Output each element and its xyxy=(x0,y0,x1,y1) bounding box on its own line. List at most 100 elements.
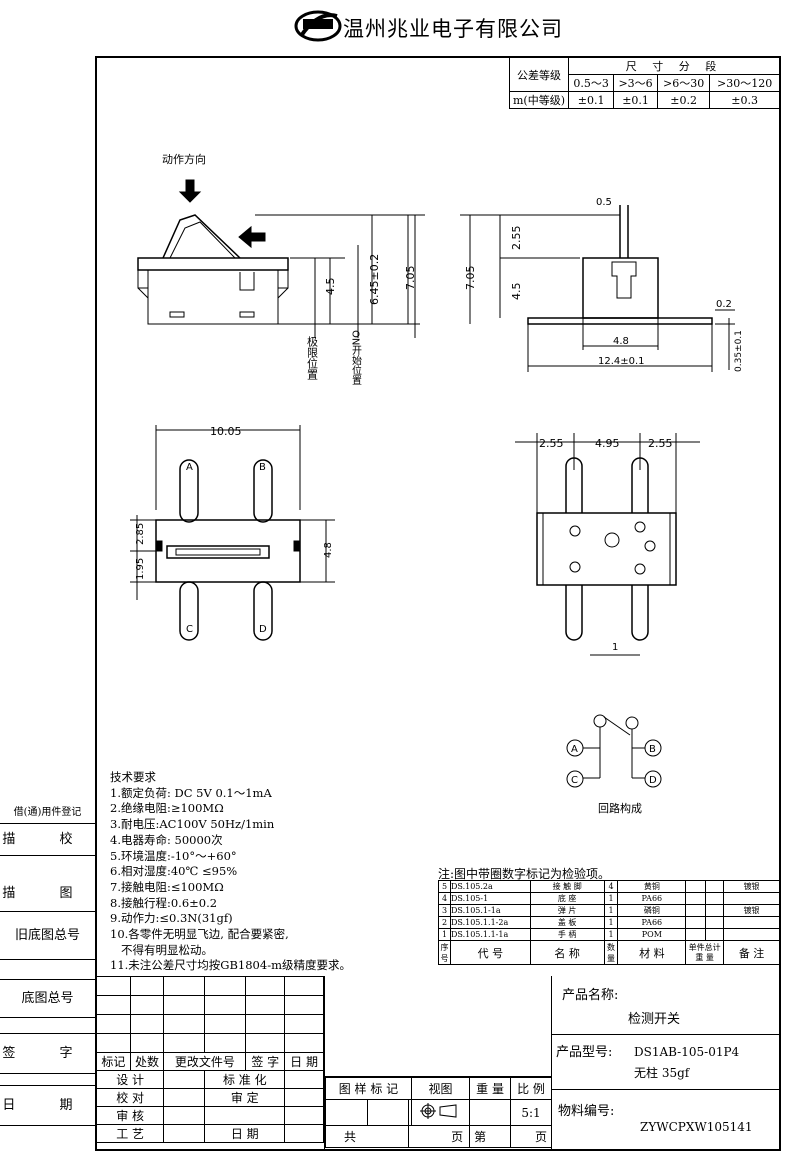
mid-block: 图 样 标 记 视图 重 量 比 例 5:1 共 页 第 页 xyxy=(324,976,552,1150)
requirement-item: 4.电器寿命: 50000次 xyxy=(110,832,223,847)
left-strip-item: 旧底图总号 xyxy=(0,912,95,960)
role-label: 校 对 xyxy=(95,1088,165,1107)
circuit-c: C xyxy=(571,775,578,786)
rev-header: 处数 xyxy=(129,1052,165,1071)
inspection-note: 注:图中带圈数字标记为检验项。 xyxy=(438,867,611,881)
dim-2-55: 2.55 xyxy=(510,226,523,251)
dim-10-05: 10.05 xyxy=(210,425,242,438)
circuit-a: A xyxy=(571,744,578,755)
dim-1: 1 xyxy=(612,642,618,653)
product-block: 产品名称: 检测开关 产品型号: DS1AB-105-01P4 无柱 35gf … xyxy=(552,976,781,1150)
requirement-item: 不得有明显松动。 xyxy=(110,942,213,957)
role-label: 审 定 xyxy=(204,1088,286,1107)
grade-label: m(中等级) xyxy=(509,91,569,109)
tolerance-row-label: 公差等级 xyxy=(509,57,569,92)
model-value: DS1AB-105-01P4 xyxy=(634,1045,740,1059)
dim-2-55a: 2.55 xyxy=(539,437,564,450)
requirement-item: 8.接触行程:0.6±0.2 xyxy=(110,895,218,910)
role-label: 日 期 xyxy=(204,1124,286,1143)
dim-4-8: 4.8 xyxy=(613,336,629,347)
tolerance-table: 公差等级 尺 寸 分 段 0.5～3 >3～6 >6～30 >30～120 m(… xyxy=(509,57,780,109)
dim-7-05b: 7.05 xyxy=(464,266,477,291)
dim-4-5b: 4.5 xyxy=(510,283,523,301)
sheet-no-label: 第 xyxy=(469,1125,512,1148)
range-cell: 0.5～3 xyxy=(567,74,615,92)
range-cell: >30～120 xyxy=(709,74,780,92)
role-label: 工 艺 xyxy=(95,1124,165,1143)
requirement-item: 5.环境温度:-10°～+60° xyxy=(110,848,237,863)
model-sub: 无柱 35gf xyxy=(634,1066,690,1080)
dim-2-55c: 2.55 xyxy=(648,437,673,450)
left-strip-item: 描 图 xyxy=(0,876,95,912)
tolerance-span-header: 尺 寸 分 段 xyxy=(568,57,780,75)
view-label: 视图 xyxy=(410,1077,471,1100)
material-no: ZYWCPXW105141 xyxy=(640,1120,753,1134)
model-label: 产品型号: xyxy=(556,1045,613,1060)
rev-header: 日 期 xyxy=(284,1052,324,1071)
tol-value: ±0.2 xyxy=(656,91,711,109)
requirement-item: 11.未注公差尺寸均按GB1804-m级精度要求。 xyxy=(110,958,351,973)
scale-label: 比 例 xyxy=(510,1077,552,1100)
bom-header-row: 序号 代 号 名 称 数量 材 料 单件总计重 量 备 注 xyxy=(438,940,780,965)
dim-2-85: 2.85 xyxy=(135,523,146,545)
left-strip-item: 借(通)用件登记 xyxy=(0,802,95,824)
pin-d-label: D xyxy=(259,624,267,635)
page-label-2: 页 xyxy=(510,1125,552,1148)
rev-header: 标记 xyxy=(96,1052,131,1071)
dim-0-2: 0.2 xyxy=(716,299,732,310)
page-label: 页 xyxy=(408,1125,471,1148)
technical-requirements: 技术要求 1.额定负荷: DC 5V 0.1～1mA 2.绝缘电阻:≥100MΩ… xyxy=(110,770,351,974)
circuit-b: B xyxy=(649,744,656,755)
dim-4-95: 4.95 xyxy=(595,437,620,450)
dim-12-4: 12.4±0.1 xyxy=(598,356,645,367)
company-logo xyxy=(294,10,342,42)
left-strip-item: 日 期 xyxy=(0,1086,95,1126)
role-label: 标 准 化 xyxy=(204,1070,286,1089)
dim-0-5: 0.5 xyxy=(596,197,612,208)
direction-label: 动作方向 xyxy=(162,152,206,166)
requirement-item: 10.各零件无明显飞边, 配合要紧密, xyxy=(110,927,289,942)
rev-header: 更改文件号 xyxy=(163,1052,247,1071)
tol-value: ±0.1 xyxy=(613,91,658,109)
left-arrow-icon xyxy=(238,225,266,249)
on-start-label: ON开始位置 xyxy=(350,330,362,385)
scale-value: 5:1 xyxy=(510,1099,552,1126)
left-strip-item: 底图总号 xyxy=(0,980,95,1018)
left-strip-item: 描 校 xyxy=(0,824,95,856)
dim-4-5: 4.5 xyxy=(324,278,337,296)
technical-drawing: 动作方向 4.5 6.45±0.2 7.05 极限位置 ON开始位置 7.05 … xyxy=(130,152,744,815)
requirement-item: 7.接触电阻:≤100MΩ xyxy=(110,879,224,894)
dim-0-35: 0.35±0.1 xyxy=(734,330,744,372)
material-no-label: 物料编号: xyxy=(558,1104,615,1119)
left-strip: 借(通)用件登记 描 校 描 图 旧底图总号 底图总号 签 字 日 期 xyxy=(0,800,95,1151)
dim-6-45: 6.45±0.2 xyxy=(368,254,381,305)
limit-label: 极限位置 xyxy=(306,335,319,380)
company-name: 温州兆业电子有限公司 xyxy=(343,17,563,41)
role-label: 审 核 xyxy=(95,1106,165,1125)
tol-value: ±0.3 xyxy=(709,91,780,109)
dim-4-8b: 4.8 xyxy=(323,542,334,558)
range-cell: >3～6 xyxy=(613,74,658,92)
requirements-title: 技术要求 xyxy=(110,770,156,784)
requirement-item: 3.耐电压:AC100V 50Hz/1min xyxy=(110,817,275,832)
requirement-item: 1.额定负荷: DC 5V 0.1～1mA xyxy=(110,785,272,800)
requirement-item: 2.绝缘电阻:≥100MΩ xyxy=(110,801,224,816)
circuit-label: 回路构成 xyxy=(598,801,642,815)
rev-header: 签 字 xyxy=(245,1052,286,1071)
weight-label: 重 量 xyxy=(469,1077,512,1100)
pin-b-label: B xyxy=(259,462,266,473)
product-name: 检测开关 xyxy=(628,1012,681,1027)
requirement-item: 6.相对湿度:40℃ ≤95% xyxy=(110,864,238,879)
revision-table: 标记 处数 更改文件号 签 字 日 期 设 计标 准 化 校 对审 定 审 核 … xyxy=(95,976,324,1143)
product-name-label: 产品名称: xyxy=(562,988,619,1003)
requirement-item: 9.动作力:≤0.3N(31gf) xyxy=(110,911,233,926)
left-strip-item: 签 字 xyxy=(0,1034,95,1074)
sheets-label: 共 xyxy=(324,1125,410,1148)
role-label: 设 计 xyxy=(95,1070,165,1089)
